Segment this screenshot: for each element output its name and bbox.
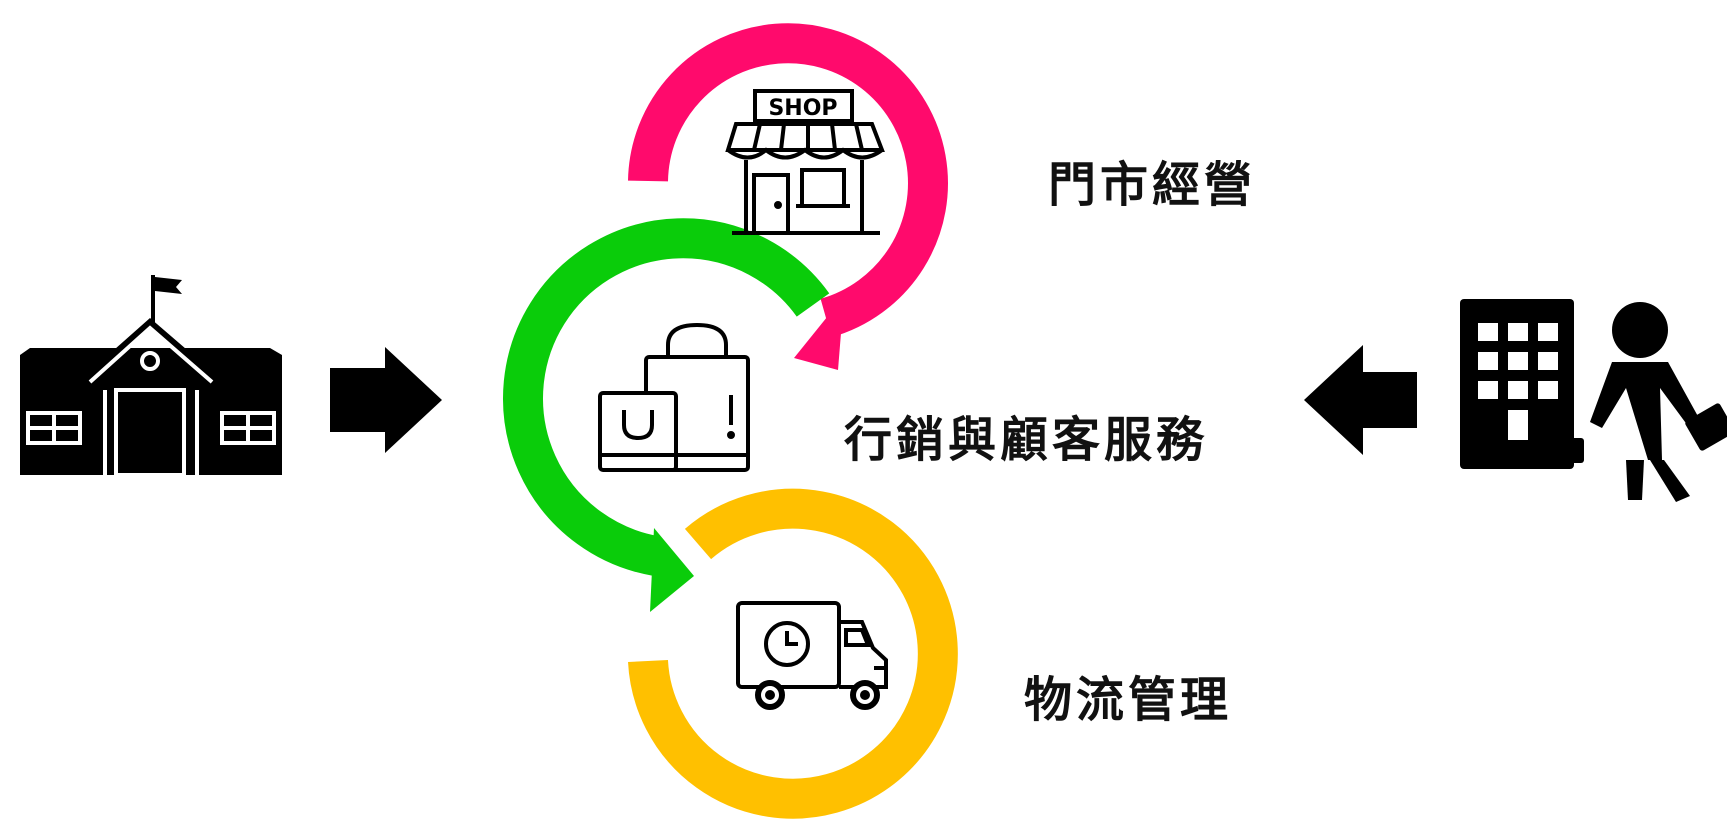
businessman-icon	[1590, 302, 1727, 502]
school-icon	[20, 275, 282, 477]
marketing-ring	[503, 218, 830, 612]
logistics-ring	[628, 488, 958, 819]
office-building-icon	[1460, 299, 1584, 469]
marketing-service-label: 行銷與顧客服務	[844, 412, 1209, 468]
store-ring-arrowhead	[794, 296, 844, 370]
store-operations-label: 門市經營	[1048, 157, 1257, 213]
shop-sign-text: SHOP	[768, 96, 837, 121]
arrow-right-icon	[330, 347, 442, 453]
logistics-label: 物流管理	[1024, 672, 1233, 728]
arrow-left-icon	[1304, 345, 1417, 455]
shop-icon: SHOP	[725, 89, 885, 235]
shopping-bags-icon	[598, 322, 750, 472]
delivery-truck-icon	[736, 601, 888, 710]
store-operations-ring	[628, 23, 948, 370]
marketing-ring-arrowhead	[650, 528, 694, 612]
